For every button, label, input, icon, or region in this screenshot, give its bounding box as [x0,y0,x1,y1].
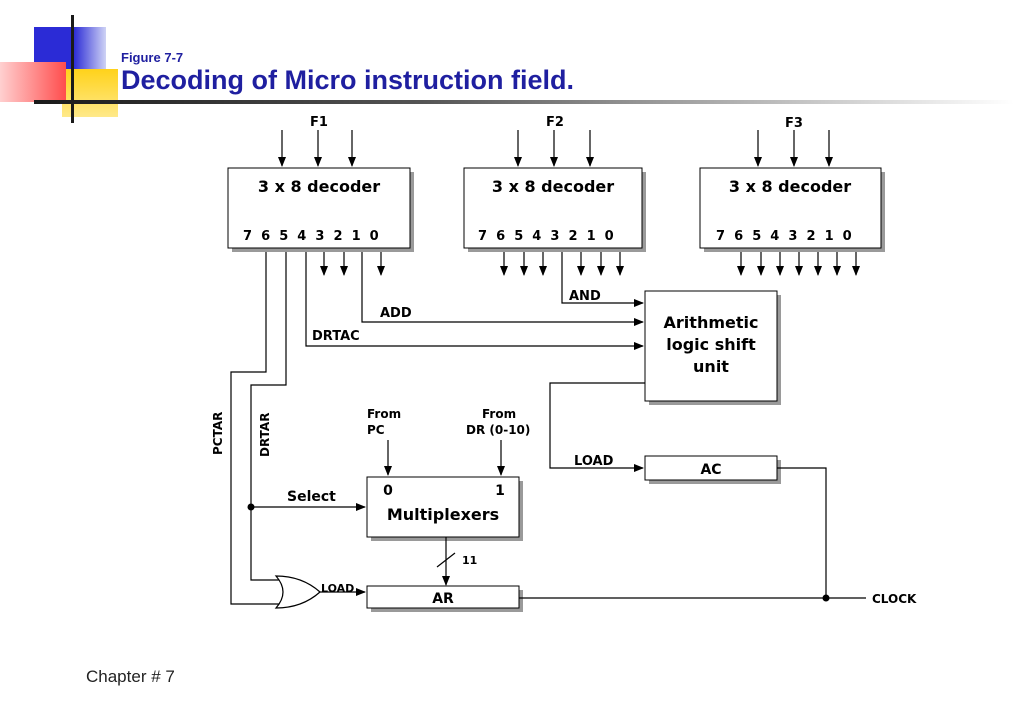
bus-width-label: 11 [462,554,477,567]
alu-box [644,290,778,402]
drtar-label: DRTAR [258,413,272,457]
page-title: Decoding of Micro instruction field. [121,65,575,95]
load-ar-label: LOAD [321,582,354,595]
decoder-f2-inputs [514,130,594,167]
alu-label-line3: unit [693,357,729,376]
field-label-f2: F2 [546,115,564,130]
decoder-f3-name: 3 x 8 decoder [729,177,851,196]
corner-vertical-line [71,15,74,123]
mux-box [366,476,520,538]
mux-input-arrows [384,440,505,476]
decoder-f2-box [463,167,643,249]
alu-label-line2: logic shift [666,335,756,354]
alu-to-ac-line [549,382,645,472]
select-label: Select [287,489,336,505]
and-signal-line [561,252,644,307]
clock-label: CLOCK [872,592,917,606]
ac-label: AC [700,462,721,478]
footer-chapter: Chapter # 7 [86,667,175,686]
drtar-signal-line [250,252,287,581]
from-pc-line1: From [367,407,401,421]
decoder-f3-output-arrows [737,252,860,276]
mux-to-ar-bus [436,537,456,586]
decoder-f1-name: 3 x 8 decoder [258,177,380,196]
decoder-f2-name: 3 x 8 decoder [492,177,614,196]
or-gate [274,575,321,609]
ac-clock-line [777,467,827,598]
decoder-f2-outputs: 7 6 5 4 3 2 1 0 [478,229,614,244]
from-pc-line2: PC [367,423,385,437]
corner-red-bar [0,62,66,102]
pctar-signal-line [230,252,280,605]
add-label: ADD [380,306,412,321]
from-dr-line2: DR (0-10) [466,423,530,437]
decoder-f3-box [699,167,882,249]
drtac-label: DRTAC [312,329,360,344]
field-label-f1: F1 [310,115,328,130]
add-signal-line [361,252,644,326]
decoder-f3-inputs [754,130,833,167]
mux-input1-label: 1 [495,483,505,499]
title-underline [34,100,1014,104]
field-label-f3: F3 [785,116,803,131]
mux-label: Multiplexers [387,505,499,524]
figure-label: Figure 7-7 [121,50,184,65]
decoder-f1-outputs: 7 6 5 4 3 2 1 0 [243,229,379,244]
load-ac-label: LOAD [574,454,614,469]
pctar-label: PCTAR [211,412,225,455]
decoder-f1-box [227,167,411,249]
ar-label: AR [432,591,454,607]
decoder-f2-output-arrows [500,252,624,276]
ar-register [366,585,520,609]
decoder-f1-inputs [278,130,356,167]
alu-label-line1: Arithmetic [664,313,759,332]
drtac-signal-line [305,252,644,350]
from-dr-line1: From [482,407,516,421]
decoder-f1-output-arrows [320,252,385,276]
mux-input0-label: 0 [383,483,393,499]
clock-junction-dot [822,594,830,602]
select-junction-dot [247,503,255,511]
and-label: AND [569,289,601,304]
decoder-f3-outputs: 7 6 5 4 3 2 1 0 [716,229,852,244]
